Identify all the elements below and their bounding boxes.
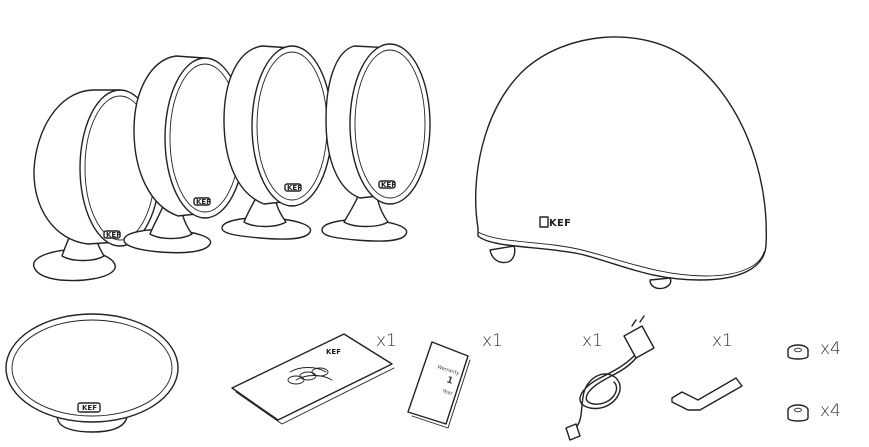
- rubber-foot-top: [787, 344, 809, 360]
- logo-label: KEF: [106, 231, 121, 239]
- subwoofer-logo-label: KEF: [549, 218, 571, 229]
- manual-logo-label: KEF: [326, 348, 341, 356]
- user-manual: KEF: [231, 333, 395, 425]
- logo-label: KEF: [287, 184, 302, 192]
- manual-quantity: x1: [376, 331, 397, 351]
- satellite-speaker-1: KEF: [33, 89, 161, 282]
- logo-label: KEF: [196, 198, 211, 206]
- logo-label: KEF: [381, 181, 396, 189]
- hex-key-quantity: x1: [712, 331, 733, 351]
- satellite-speaker-4: KEF: [321, 43, 431, 242]
- power-cable: [565, 315, 655, 441]
- warranty-number: 1: [445, 375, 454, 386]
- rubber-foot-bottom: [787, 404, 809, 422]
- foot-top-quantity: x4: [820, 339, 841, 359]
- hex-key: [671, 377, 743, 411]
- grille-logo-label: KEF: [82, 404, 97, 412]
- foot-bottom-quantity: x4: [820, 401, 841, 421]
- power-cable-quantity: x1: [582, 331, 603, 351]
- warranty-unit: Year: [440, 388, 454, 398]
- warranty-quantity: x1: [482, 331, 503, 351]
- speaker-grille: KEF: [5, 313, 179, 433]
- satellite-speaker-3: KEF: [221, 45, 333, 240]
- subwoofer: KEF: [475, 36, 768, 290]
- warranty-card: Warranty 1 Year: [407, 341, 471, 429]
